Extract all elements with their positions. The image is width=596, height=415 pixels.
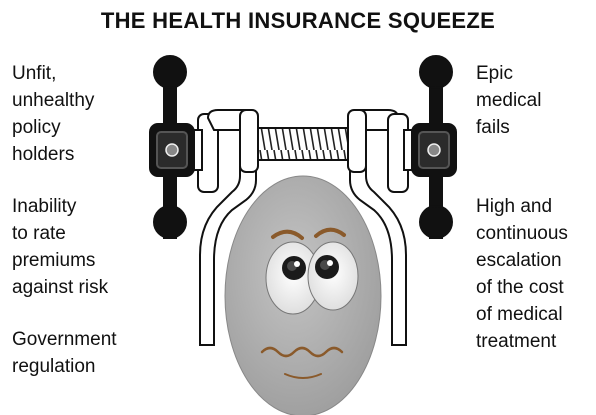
right-eye-icon bbox=[308, 242, 358, 310]
right-tommy-bar-icon bbox=[404, 56, 456, 238]
left-tommy-bar-icon bbox=[150, 56, 202, 238]
worried-egg-icon bbox=[225, 176, 381, 415]
screw-thread-icon bbox=[256, 128, 350, 160]
